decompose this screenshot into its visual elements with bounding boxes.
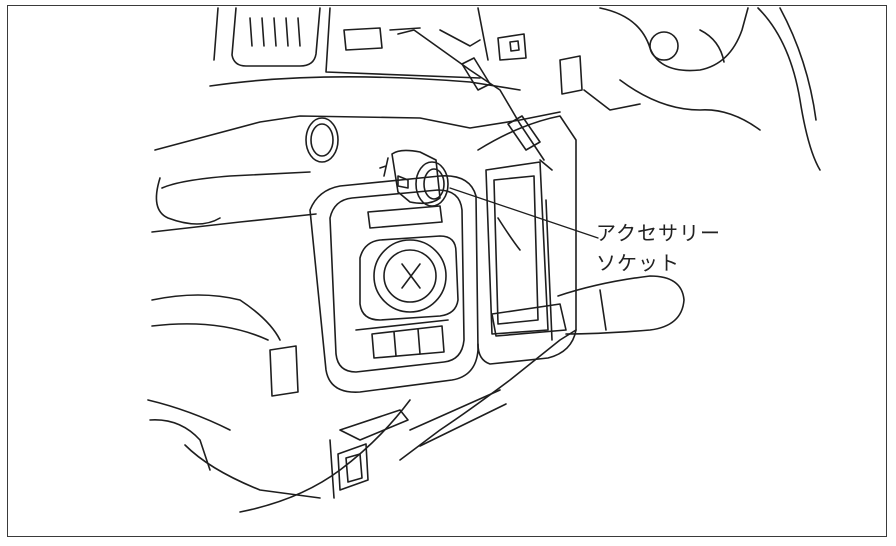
accessory-socket-callout: アクセサリー ソケット: [596, 218, 721, 278]
callout-leader-line: [449, 187, 599, 239]
callout-line-1: アクセサリー: [596, 221, 721, 245]
climate-dial: [359, 235, 459, 321]
accessory-socket: [379, 149, 449, 207]
shift-panel: [477, 115, 577, 365]
upper-dashboard-panels: [209, 7, 821, 171]
dash-body-outline: [147, 111, 561, 513]
round-vent-inner: [310, 123, 334, 157]
shift-lever: [491, 275, 685, 337]
illustration-frame: [7, 5, 887, 537]
center-console: [269, 175, 479, 397]
round-vent: [305, 117, 339, 163]
callout-line-2: ソケット: [596, 251, 680, 275]
lower-console: [329, 329, 577, 499]
wiring-stalk: [397, 7, 545, 161]
